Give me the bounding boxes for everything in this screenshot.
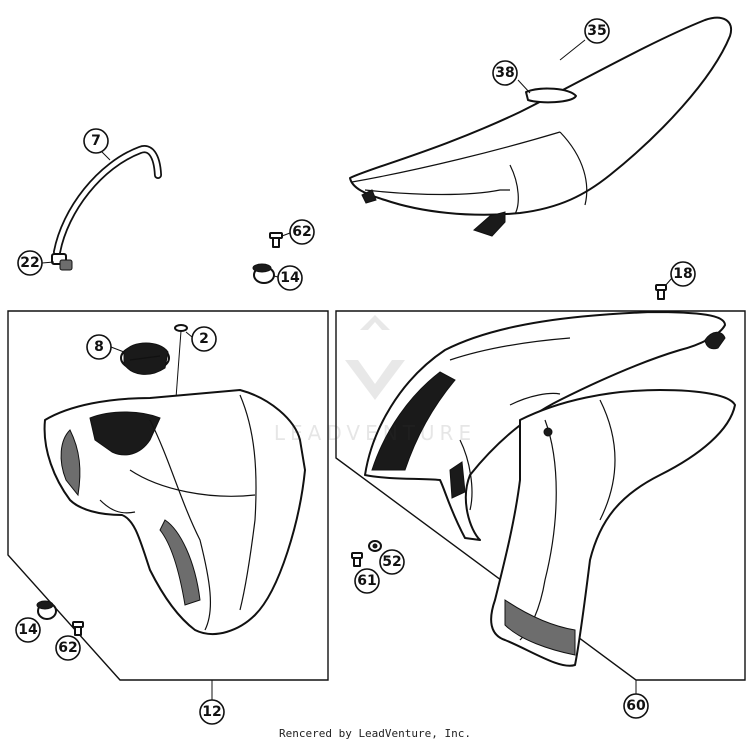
callout-12: 12 [199,699,225,725]
svg-text:35: 35 [587,23,606,39]
callout-14-lower: 14 [15,617,41,643]
radiator-shroud [490,331,736,667]
screw-right [655,284,667,300]
callout-62-upper: 62 [289,219,315,245]
svg-text:22: 22 [20,255,39,271]
svg-text:62: 62 [292,224,311,240]
fuel-cap [120,342,170,375]
svg-text:18: 18 [673,266,692,282]
svg-text:LEADVENTURE: LEADVENTURE [274,421,476,445]
footer-credit: Rencered by LeadVenture, Inc. [278,727,472,740]
callout-60: 60 [623,693,649,719]
radiator-shroud-inner [364,311,726,541]
fuel-tank [43,389,306,635]
callout-8: 8 [86,334,112,360]
svg-text:62: 62 [58,640,77,656]
seat [349,16,733,237]
callout-61: 61 [354,568,380,594]
breather-valve [174,324,188,399]
callout-7: 7 [83,128,109,154]
svg-text:14: 14 [18,622,38,638]
screw-upper [269,232,283,248]
shroud-group-frame [335,310,746,681]
svg-text:52: 52 [382,554,401,570]
screw-shroud [351,552,363,567]
svg-text:14: 14 [280,270,300,286]
callout-52: 52 [379,549,405,575]
svg-text:12: 12 [202,704,221,720]
callout-2: 2 [191,326,217,352]
rubber-bushing-lower [36,600,57,620]
svg-text:8: 8 [94,339,104,355]
hose-fitting [51,253,73,271]
watermark: LEADVENTURE [274,315,476,445]
svg-text:7: 7 [91,133,101,149]
callout-62-lower: 62 [55,635,81,661]
callout-38: 38 [492,60,518,86]
vent-hose [53,145,162,256]
callout-14-upper: 14 [277,265,303,291]
svg-text:60: 60 [626,698,646,714]
screw-lower-left [72,621,84,636]
fuel-tank-group-frame [7,310,329,681]
svg-text:38: 38 [495,65,514,81]
callout-35: 35 [584,18,610,44]
svg-text:2: 2 [199,331,209,347]
svg-text:61: 61 [357,573,376,589]
callout-18: 18 [670,261,696,287]
rubber-bushing-upper [252,263,275,284]
callout-22: 22 [17,250,43,276]
washer [368,540,382,552]
